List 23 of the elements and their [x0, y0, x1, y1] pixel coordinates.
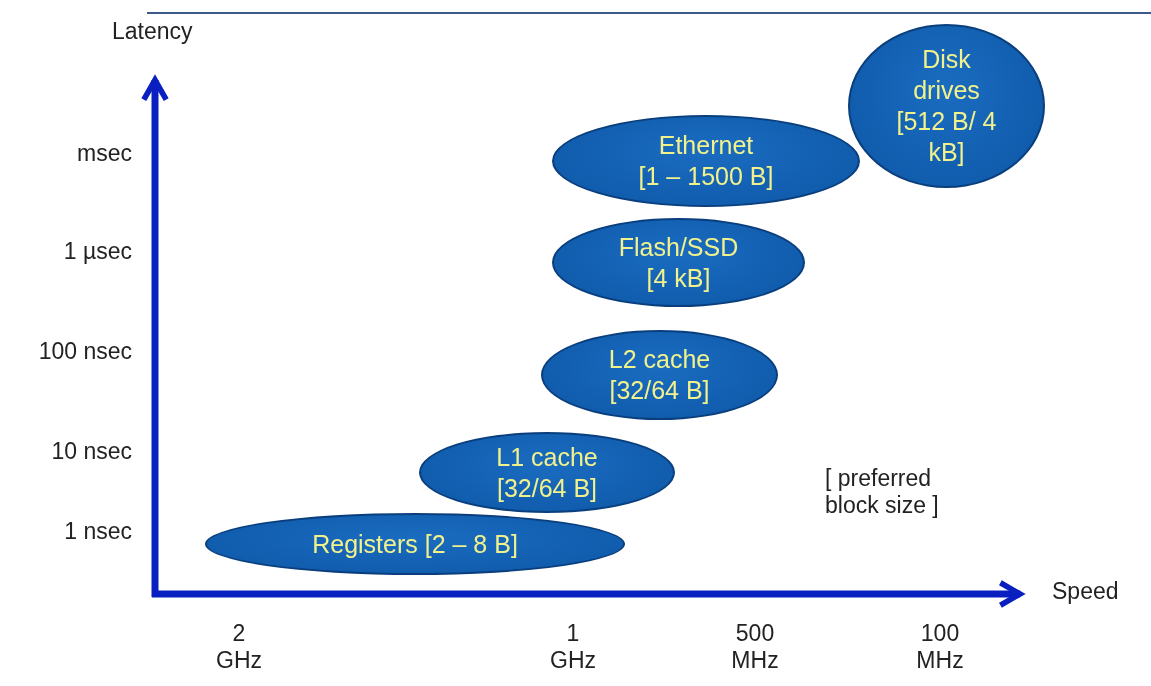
ellipse-label: [4 kB]	[646, 262, 711, 294]
ellipse-label: Registers [2 – 8 B]	[312, 528, 518, 560]
tick-label: 10 nsec	[50, 438, 132, 465]
tick-label: 100 MHz	[915, 620, 965, 674]
tick-label: 1 nsec	[63, 518, 132, 545]
ellipse-label: L1 cache	[496, 441, 598, 473]
ellipse-label: [1 – 1500 B]	[638, 161, 774, 192]
axis-title: Speed	[1052, 578, 1120, 605]
ellipse-label: Ethernet	[658, 130, 754, 161]
ellipse-label: [32/64 B]	[496, 472, 598, 504]
tick-label: 1 GHz	[549, 620, 597, 674]
ellipse-label: [512 B/ 4 kB]	[895, 106, 998, 168]
tick-label: 100 nsec	[37, 338, 132, 365]
note-text: [ preferred block size ]	[825, 465, 940, 519]
ellipse-label: Disk drives	[912, 44, 981, 106]
axis-title: Latency	[112, 18, 194, 45]
ellipse-label: Flash/SSD	[618, 231, 739, 263]
tick-label: 1 µsec	[62, 238, 132, 265]
ellipse-label: [32/64 B]	[609, 375, 710, 406]
tick-label: 2 GHz	[215, 620, 263, 674]
tick-label: msec	[76, 140, 132, 167]
tick-label: 500 MHz	[730, 620, 780, 674]
ellipse-label: L2 cache	[608, 344, 711, 375]
